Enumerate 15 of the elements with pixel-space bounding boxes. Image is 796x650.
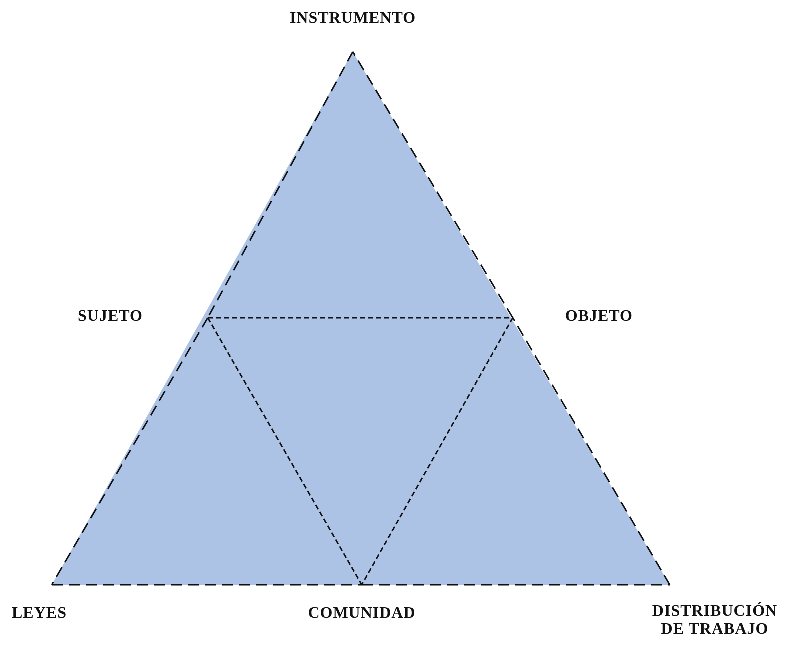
dashed-line bbox=[207, 52, 354, 318]
dashed-line bbox=[208, 317, 513, 319]
dashed-line bbox=[512, 318, 671, 586]
vertex-label: INSTRUMENTO bbox=[278, 6, 428, 52]
dashed-line bbox=[52, 584, 362, 586]
dashed-line bbox=[51, 318, 209, 586]
dashed-line bbox=[362, 584, 670, 586]
vertex-label: LEYES bbox=[12, 585, 92, 625]
dashed-line bbox=[352, 52, 514, 318]
vertex-label: COMUNIDAD bbox=[300, 585, 424, 625]
vertex-label: SUJETO bbox=[78, 308, 208, 330]
vertex-label: OBJETO bbox=[513, 308, 633, 330]
vertex-label: DISTRIBUCIÓN DE TRABAJO bbox=[640, 585, 790, 647]
dashed-line bbox=[361, 318, 514, 586]
dashed-line bbox=[207, 318, 363, 586]
